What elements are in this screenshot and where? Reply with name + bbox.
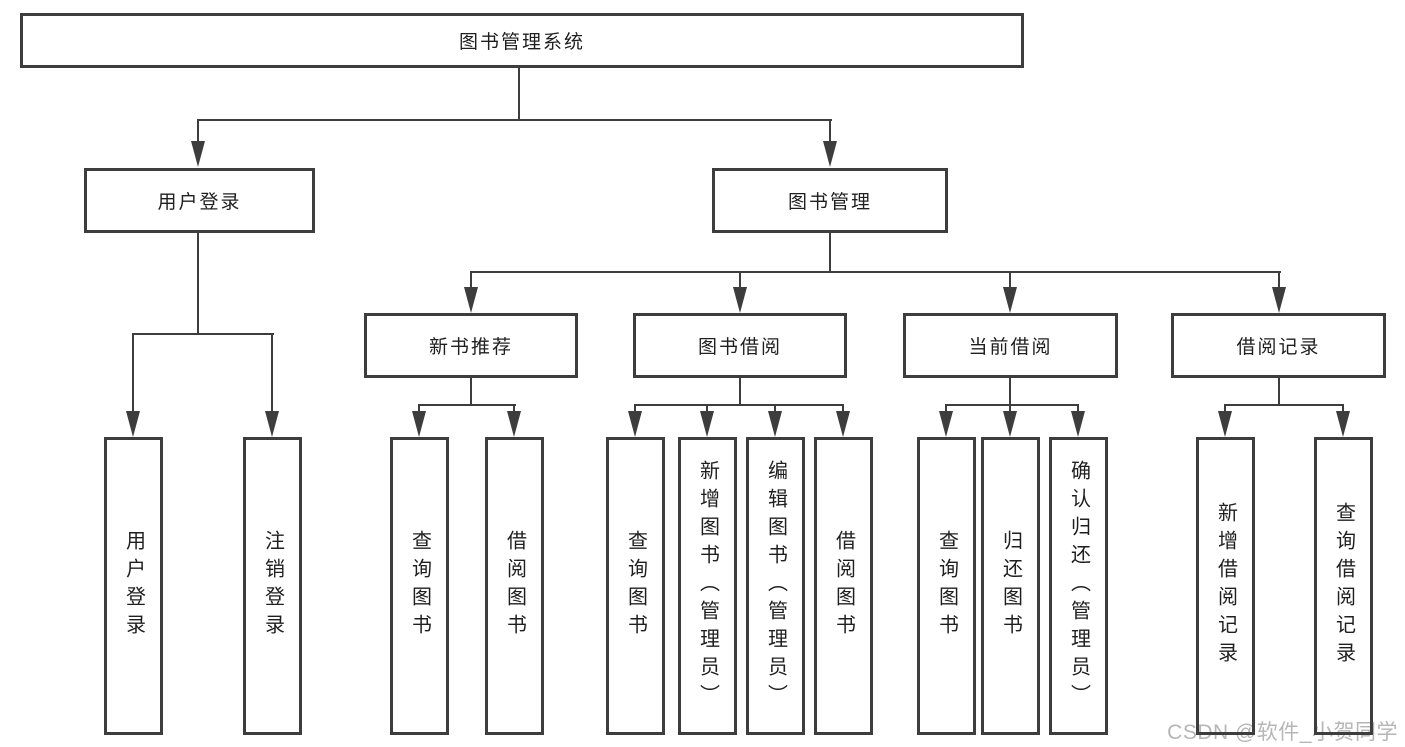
connector-segment bbox=[829, 119, 831, 145]
arrowhead-down-icon bbox=[464, 287, 478, 313]
leaf-return-books: 归还图书 bbox=[981, 437, 1040, 735]
arrowhead-down-icon bbox=[628, 411, 642, 437]
connector-segment bbox=[706, 404, 708, 416]
arrowhead-down-icon bbox=[1003, 287, 1017, 313]
connector-segment bbox=[132, 333, 134, 415]
leaf-confirm-return-admin-label: 确认归还（管理员） bbox=[1067, 460, 1090, 712]
connector-segment bbox=[1224, 404, 1226, 416]
leaf-confirm-return-admin: 确认归还（管理员） bbox=[1049, 437, 1108, 735]
node-new-book-recommend: 新书推荐 bbox=[364, 313, 578, 378]
leaf-user-login: 用户登录 bbox=[104, 437, 163, 735]
arrowhead-down-icon bbox=[768, 411, 782, 437]
leaf-add-borrow-record: 新增借阅记录 bbox=[1196, 437, 1255, 735]
arrowhead-down-icon bbox=[1336, 411, 1350, 437]
leaf-query-borrow-record: 查询借阅记录 bbox=[1314, 437, 1373, 735]
node-library-system-label: 图书管理系统 bbox=[458, 32, 585, 53]
node-book-borrowing: 图书借阅 bbox=[633, 313, 847, 378]
connector-segment bbox=[945, 404, 1079, 406]
connector-segment bbox=[1224, 404, 1344, 406]
connector-segment bbox=[829, 232, 831, 273]
leaf-query-books-2-label: 查询图书 bbox=[624, 530, 647, 642]
connector-segment bbox=[1009, 404, 1011, 416]
arrowhead-down-icon bbox=[836, 411, 850, 437]
node-borrowing-records: 借阅记录 bbox=[1171, 313, 1386, 378]
connector-segment bbox=[1342, 404, 1344, 416]
node-book-borrowing-label: 图书借阅 bbox=[697, 337, 782, 358]
connector-segment bbox=[1278, 271, 1280, 291]
connector-segment bbox=[945, 404, 947, 416]
leaf-query-books-3: 查询图书 bbox=[917, 437, 976, 735]
arrowhead-down-icon bbox=[1003, 411, 1017, 437]
leaf-query-books-3-label: 查询图书 bbox=[935, 530, 958, 642]
arrowhead-down-icon bbox=[733, 287, 747, 313]
leaf-return-books-label: 归还图书 bbox=[999, 530, 1022, 642]
leaf-edit-books-admin: 编辑图书（管理员） bbox=[746, 437, 805, 735]
leaf-add-borrow-record-label: 新增借阅记录 bbox=[1214, 502, 1237, 670]
arrowhead-down-icon bbox=[412, 411, 426, 437]
connector-segment bbox=[1009, 271, 1011, 291]
leaf-query-borrow-record-label: 查询借阅记录 bbox=[1332, 502, 1355, 670]
leaf-query-books-label: 查询图书 bbox=[408, 530, 431, 642]
connector-segment bbox=[1278, 377, 1280, 406]
leaf-borrow-books-2-label: 借阅图书 bbox=[832, 530, 855, 642]
node-book-management: 图书管理 bbox=[712, 168, 948, 233]
connector-segment bbox=[197, 232, 199, 335]
arrowhead-down-icon bbox=[823, 141, 837, 167]
arrowhead-down-icon bbox=[939, 411, 953, 437]
arrowhead-down-icon bbox=[1272, 287, 1286, 313]
leaf-query-books-2: 查询图书 bbox=[606, 437, 665, 735]
connector-segment bbox=[774, 404, 776, 416]
arrowhead-down-icon bbox=[191, 141, 205, 167]
arrowhead-down-icon bbox=[507, 411, 521, 437]
connector-segment bbox=[271, 333, 273, 415]
node-current-borrowing: 当前借阅 bbox=[903, 313, 1118, 378]
connector-segment bbox=[197, 119, 199, 145]
leaf-logout-label: 注销登录 bbox=[261, 530, 284, 642]
connector-segment bbox=[470, 271, 472, 291]
leaf-borrow-books-2: 借阅图书 bbox=[814, 437, 873, 735]
node-new-book-recommend-label: 新书推荐 bbox=[428, 337, 513, 358]
connector-segment bbox=[470, 271, 1281, 273]
leaf-edit-books-admin-label: 编辑图书（管理员） bbox=[764, 460, 787, 712]
connector-segment bbox=[418, 404, 420, 416]
node-current-borrowing-label: 当前借阅 bbox=[968, 337, 1053, 358]
leaf-add-books-admin: 新增图书（管理员） bbox=[678, 437, 737, 735]
leaf-query-books: 查询图书 bbox=[390, 437, 449, 735]
connector-segment bbox=[739, 271, 741, 291]
arrowhead-down-icon bbox=[1218, 411, 1232, 437]
node-user-login-label: 用户登录 bbox=[157, 192, 242, 213]
connector-segment bbox=[513, 404, 515, 416]
arrowhead-down-icon bbox=[700, 411, 714, 437]
connector-segment bbox=[470, 377, 472, 406]
node-borrowing-records-label: 借阅记录 bbox=[1236, 337, 1321, 358]
leaf-user-login-label: 用户登录 bbox=[122, 530, 145, 642]
connector-segment bbox=[634, 404, 844, 406]
arrowhead-down-icon bbox=[126, 411, 140, 437]
node-book-management-label: 图书管理 bbox=[787, 192, 872, 213]
arrowhead-down-icon bbox=[265, 411, 279, 437]
connector-segment bbox=[1077, 404, 1079, 416]
leaf-borrow-books-label: 借阅图书 bbox=[503, 530, 526, 642]
connector-segment bbox=[518, 67, 520, 121]
connector-segment bbox=[842, 404, 844, 416]
arrowhead-down-icon bbox=[1071, 411, 1085, 437]
leaf-logout: 注销登录 bbox=[243, 437, 302, 735]
watermark: CSDN @软件_小贺同学 bbox=[1167, 721, 1398, 744]
connector-segment bbox=[1009, 377, 1011, 406]
connector-segment bbox=[634, 404, 636, 416]
node-user-login: 用户登录 bbox=[84, 168, 315, 233]
connector-segment bbox=[739, 377, 741, 406]
leaf-add-books-admin-label: 新增图书（管理员） bbox=[696, 460, 719, 712]
connector-segment bbox=[197, 119, 832, 121]
node-library-system: 图书管理系统 bbox=[20, 13, 1024, 68]
connector-segment bbox=[132, 333, 274, 335]
connector-segment bbox=[418, 404, 516, 406]
leaf-borrow-books: 借阅图书 bbox=[485, 437, 544, 735]
